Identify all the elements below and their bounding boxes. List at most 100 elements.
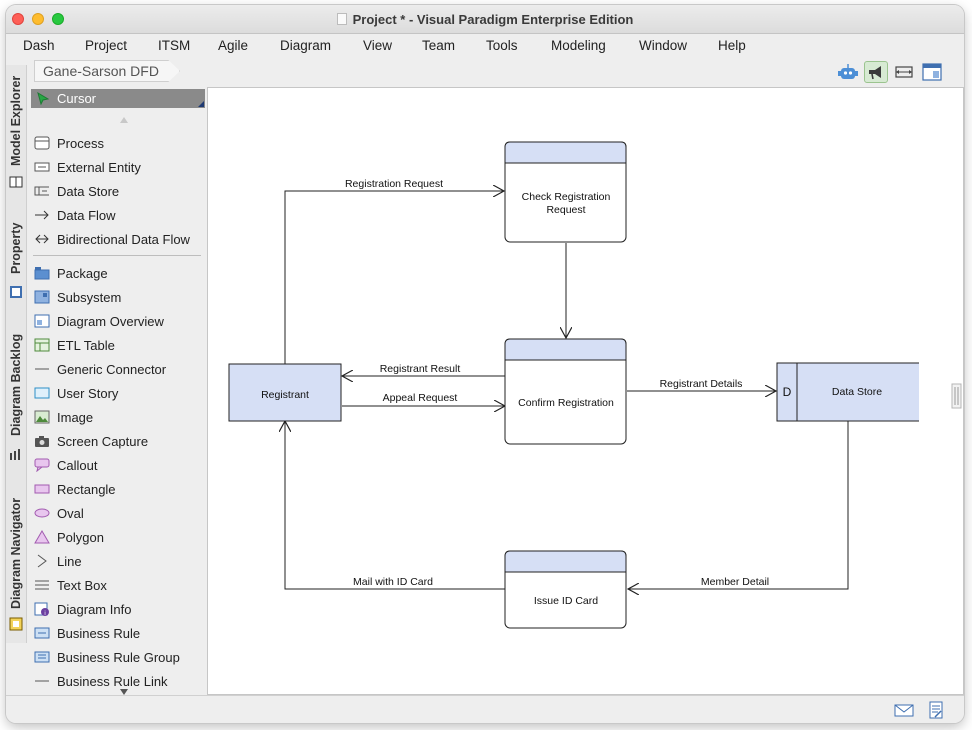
palette-item-label: Oval xyxy=(57,505,84,521)
rectangle-icon xyxy=(33,482,51,496)
tab-diagram-navigator[interactable]: Diagram Navigator xyxy=(9,497,23,609)
tab-model-explorer[interactable]: Model Explorer xyxy=(9,75,23,167)
palette-item-data-store[interactable]: Data Store xyxy=(33,181,119,201)
menu-tools[interactable]: Tools xyxy=(486,38,518,53)
scroll-up-icon[interactable] xyxy=(120,117,128,123)
menu-help[interactable]: Help xyxy=(718,38,746,53)
navigator-icon xyxy=(9,617,23,631)
app-window: Project * - Visual Paradigm Enterprise E… xyxy=(6,5,964,723)
fit-frame-icon[interactable] xyxy=(892,61,916,83)
label-registrant-details: Registrant Details xyxy=(660,378,743,390)
process-icon xyxy=(33,136,51,150)
palette-item-bidirectional-data-flow[interactable]: Bidirectional Data Flow xyxy=(33,229,190,249)
property-icon xyxy=(10,286,22,298)
entity-registrant-label: Registrant xyxy=(261,389,309,401)
breadcrumb[interactable]: Gane-Sarson DFD xyxy=(34,60,180,82)
palette-item-label: ETL Table xyxy=(57,337,115,353)
menu-dash[interactable]: Dash xyxy=(23,38,55,53)
palette-item-callout[interactable]: Callout xyxy=(33,455,97,475)
palette-item-label: Text Box xyxy=(57,577,107,593)
panel-splitter-handle[interactable] xyxy=(951,383,962,409)
palette-item-user-story[interactable]: User Story xyxy=(33,383,118,403)
menu-modeling[interactable]: Modeling xyxy=(551,38,606,53)
diagram-canvas[interactable]: Registration Request Registrant Result A… xyxy=(207,87,964,695)
status-bar xyxy=(6,695,964,723)
palette-item-subsystem[interactable]: Subsystem xyxy=(33,287,121,307)
palette-item-generic-connector[interactable]: Generic Connector xyxy=(33,359,166,379)
minimize-window-button[interactable] xyxy=(32,13,44,25)
cursor-arrow-icon xyxy=(37,92,49,105)
palette-item-business-rule[interactable]: Business Rule xyxy=(33,623,140,643)
palette-item-text-box[interactable]: Text Box xyxy=(33,575,107,595)
palette-item-image[interactable]: Image xyxy=(33,407,93,427)
menu-bar: Dash Project ITSM Agile Diagram View Tea… xyxy=(6,35,964,57)
menu-diagram[interactable]: Diagram xyxy=(280,38,332,53)
palette-item-label: Callout xyxy=(57,457,98,473)
process-confirm-registration[interactable]: Confirm Registration xyxy=(504,338,627,445)
maximize-window-button[interactable] xyxy=(52,13,64,25)
palette-item-label: Subsystem xyxy=(57,289,122,305)
entity-registrant[interactable]: Registrant xyxy=(228,363,342,422)
menu-agile[interactable]: Agile xyxy=(218,38,249,53)
palette-item-line[interactable]: Line xyxy=(33,551,82,571)
side-tab-strip: Model Explorer Property Diagram Backlog … xyxy=(6,65,27,643)
menu-team[interactable]: Team xyxy=(422,38,456,53)
diagram-overview-icon xyxy=(33,314,51,328)
data-store-name: Data Store xyxy=(832,386,882,398)
palette-item-label: Rectangle xyxy=(57,481,116,497)
tab-property[interactable]: Property xyxy=(9,222,23,274)
bidirectional-flow-icon xyxy=(33,232,51,246)
palette-item-label: Diagram Overview xyxy=(57,313,164,329)
menu-window[interactable]: Window xyxy=(639,38,688,53)
palette-cursor[interactable]: Cursor xyxy=(31,89,205,108)
diagram-info-icon: i xyxy=(33,602,51,616)
palette-item-oval[interactable]: Oval xyxy=(33,503,84,523)
flow-member-detail[interactable] xyxy=(628,421,849,589)
palette-item-rectangle[interactable]: Rectangle xyxy=(33,479,116,499)
backlog-icon xyxy=(10,449,20,460)
palette-cursor-label: Cursor xyxy=(57,91,97,106)
process-check-label-2: Request xyxy=(546,204,585,216)
menu-project[interactable]: Project xyxy=(85,38,128,53)
flow-mail-with-id-card[interactable] xyxy=(285,421,505,590)
process-check-registration[interactable]: Check Registration Request xyxy=(504,141,627,243)
data-store[interactable]: D Data Store xyxy=(776,362,919,422)
palette-item-business-rule-group[interactable]: Business Rule Group xyxy=(33,647,180,667)
palette-item-diagram-overview[interactable]: Diagram Overview xyxy=(33,311,164,331)
palette-item-screen-capture[interactable]: Screen Capture xyxy=(33,431,148,451)
palette-item-external-entity[interactable]: External Entity xyxy=(33,157,141,177)
palette-item-process[interactable]: Process xyxy=(33,133,104,153)
palette-item-etl-table[interactable]: ETL Table xyxy=(33,335,115,355)
megaphone-icon[interactable] xyxy=(864,61,888,83)
close-window-button[interactable] xyxy=(12,13,24,25)
label-appeal-request: Appeal Request xyxy=(383,392,458,404)
palette-item-label: Business Rule xyxy=(57,625,141,641)
process-issue-id-card[interactable]: Issue ID Card xyxy=(504,550,627,629)
palette-item-data-flow[interactable]: Data Flow xyxy=(33,205,116,225)
robot-icon[interactable] xyxy=(836,61,860,83)
mail-icon[interactable] xyxy=(894,703,914,718)
data-flow-icon xyxy=(33,208,51,222)
layout-panel-icon[interactable] xyxy=(920,61,944,83)
palette-separator xyxy=(33,255,201,256)
palette-item-label: Business Rule Link xyxy=(57,673,168,689)
tab-diagram-backlog[interactable]: Diagram Backlog xyxy=(9,333,23,437)
menu-itsm[interactable]: ITSM xyxy=(158,38,191,53)
etl-table-icon xyxy=(33,338,51,352)
palette-item-label: Generic Connector xyxy=(57,361,167,377)
flow-registration-request[interactable] xyxy=(284,191,504,365)
palette-item-package[interactable]: Package xyxy=(33,263,108,283)
palette-item-label: Process xyxy=(57,135,104,151)
notes-icon[interactable] xyxy=(928,701,944,719)
palette-item-polygon[interactable]: Polygon xyxy=(33,527,104,547)
palette-item-business-rule-link[interactable]: Business Rule Link xyxy=(33,671,168,691)
callout-icon xyxy=(33,458,51,472)
scroll-down-icon[interactable] xyxy=(120,689,128,695)
palette-item-label: Line xyxy=(57,553,82,569)
line-icon xyxy=(33,554,51,568)
generic-connector-icon xyxy=(33,362,51,376)
book-icon xyxy=(9,176,23,188)
menu-view[interactable]: View xyxy=(363,38,393,53)
